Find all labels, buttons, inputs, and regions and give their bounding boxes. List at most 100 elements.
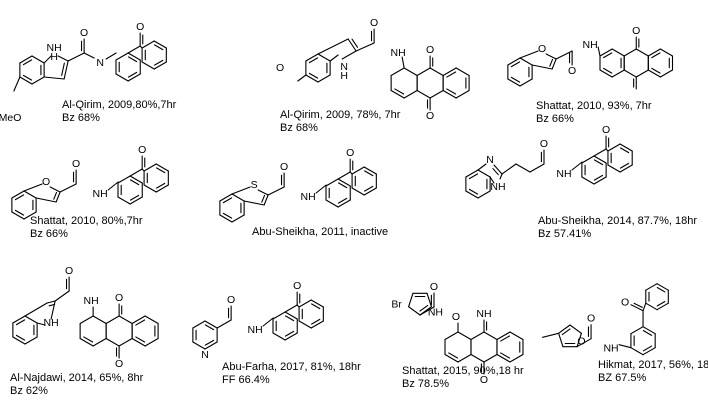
- bond: [325, 199, 339, 208]
- bond: [329, 54, 339, 62]
- bond: [49, 186, 61, 193]
- bond: [143, 163, 157, 172]
- bond: [651, 52, 661, 59]
- bond: [317, 53, 331, 62]
- bond: [444, 353, 459, 363]
- bond: [129, 179, 140, 186]
- bond: [465, 190, 479, 199]
- bond: [455, 89, 470, 99]
- bond: [429, 67, 444, 77]
- bond: [403, 67, 418, 77]
- bond: [337, 199, 351, 208]
- bond: [141, 61, 155, 70]
- atom-label: O: [136, 21, 144, 33]
- bond: [308, 72, 319, 79]
- bond: [599, 48, 613, 57]
- bond: [12, 336, 26, 345]
- bond: [507, 78, 521, 87]
- bond: [642, 326, 656, 335]
- bond: [363, 170, 374, 177]
- bond: [611, 48, 625, 57]
- atom-label: N: [486, 154, 494, 166]
- bond: [129, 196, 143, 205]
- bond: [19, 55, 33, 64]
- bond: [317, 38, 349, 55]
- atom-label: O: [72, 158, 80, 170]
- atom-label: N: [96, 57, 104, 69]
- bond: [493, 164, 503, 175]
- bond: [635, 69, 649, 78]
- bond: [457, 331, 472, 341]
- compound-caption: Bz 68%: [62, 112, 100, 124]
- bond: [468, 188, 479, 195]
- bond: [416, 67, 431, 77]
- bond: [630, 326, 644, 335]
- bond: [576, 332, 582, 348]
- compound-caption: Abu-Farha, 2017, 81%, 18hr: [222, 361, 361, 373]
- compound-caption: Shattat, 2010, 93%, 7hr: [536, 100, 652, 112]
- bond: [500, 352, 511, 359]
- bond: [619, 164, 633, 173]
- bond: [593, 159, 604, 166]
- bond: [22, 74, 33, 81]
- bond: [43, 76, 65, 80]
- bond: [204, 324, 215, 331]
- bond: [308, 57, 319, 64]
- atom-label: O: [80, 27, 88, 39]
- bond: [261, 194, 266, 203]
- bond: [465, 169, 479, 178]
- atom-label: O: [568, 65, 576, 77]
- bond: [499, 173, 503, 180]
- bond: [569, 324, 582, 334]
- bond: [231, 186, 251, 195]
- bond: [455, 67, 470, 77]
- bond: [23, 183, 43, 192]
- bond: [500, 335, 511, 342]
- bond: [59, 183, 77, 193]
- bond: [155, 182, 166, 189]
- bond: [645, 302, 658, 311]
- bond: [501, 163, 517, 175]
- bond: [127, 73, 141, 82]
- bond: [153, 59, 164, 66]
- bond: [127, 52, 141, 61]
- compound-caption: Al-Najdawi, 2014, 65%, 8hr: [10, 372, 144, 384]
- bond: [117, 175, 131, 184]
- atom-label: O: [540, 138, 548, 150]
- atom-label: O: [293, 280, 301, 292]
- atom-label: O: [138, 144, 146, 156]
- atom-label: NH: [391, 47, 406, 59]
- bond: [426, 292, 432, 308]
- bond: [602, 67, 613, 74]
- bond: [619, 143, 633, 152]
- bond: [448, 352, 459, 359]
- bond: [11, 211, 25, 220]
- bond: [23, 190, 37, 199]
- atom-label: H: [50, 51, 58, 63]
- bond: [647, 69, 661, 78]
- bond: [135, 336, 146, 343]
- bond: [483, 353, 498, 363]
- bond: [12, 315, 26, 324]
- bond: [656, 286, 666, 293]
- bond: [545, 53, 557, 60]
- bond: [14, 209, 25, 216]
- bond: [284, 304, 298, 313]
- bond: [129, 175, 143, 184]
- bond: [593, 174, 604, 181]
- bond: [351, 38, 359, 48]
- bond: [529, 163, 545, 173]
- compound-caption: Bz 78.5%: [402, 378, 449, 390]
- bond: [347, 38, 357, 52]
- atom-label: NH: [84, 295, 99, 307]
- bond: [57, 55, 69, 62]
- atom-label: MeO: [0, 112, 21, 124]
- bond: [36, 322, 46, 326]
- bond: [394, 88, 405, 95]
- bond: [468, 173, 479, 180]
- bond: [92, 315, 107, 325]
